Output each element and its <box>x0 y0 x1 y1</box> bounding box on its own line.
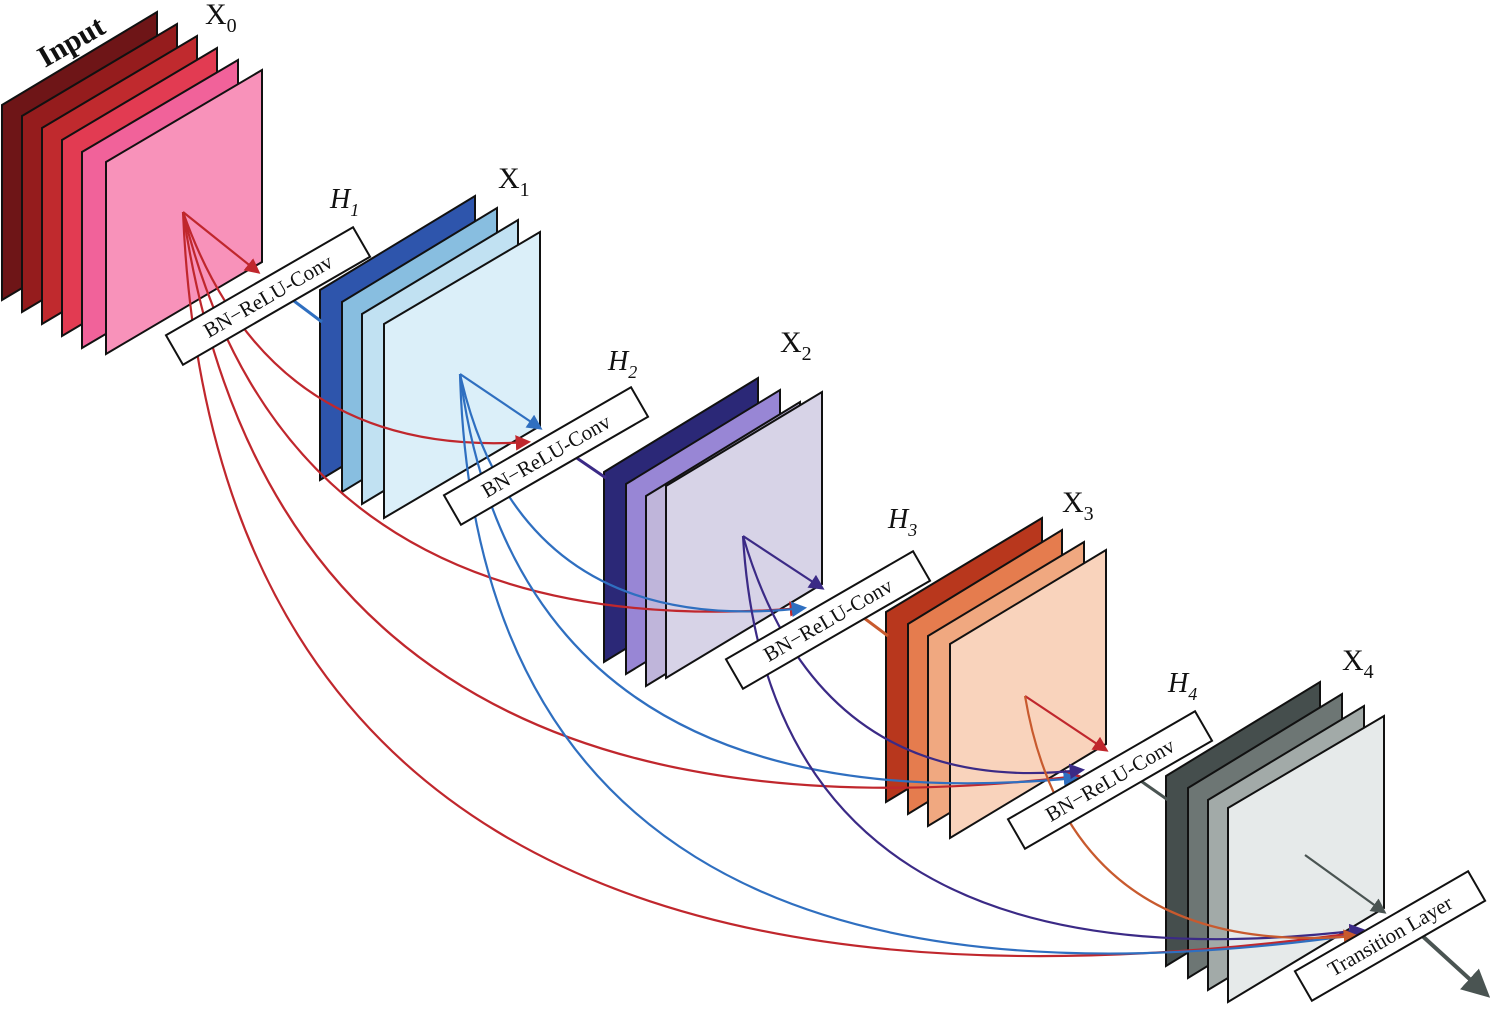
connections <box>181 211 1491 998</box>
layer-x1-label: X1 <box>498 162 530 201</box>
function-h4-label: H4 <box>1167 668 1197 704</box>
function-h2-label: H2 <box>607 346 637 382</box>
arrow-x0-to-h4 <box>181 211 1082 789</box>
layer-x4-label: X4 <box>1342 644 1374 683</box>
arrow-x3-to-transition <box>1023 695 1360 945</box>
arrow-x2-to-h3 <box>742 535 825 590</box>
arrow-x0-to-transition <box>181 211 1366 958</box>
arrow-x0-to-h2 <box>181 211 532 451</box>
layer-x0-label: X0 <box>205 0 237 37</box>
arrow-x0-to-h1 <box>182 211 261 274</box>
layer-x2-label: X2 <box>780 326 812 365</box>
arrow-x1-to-h2 <box>459 373 543 430</box>
arrow-x3-to-h4 <box>1024 695 1109 752</box>
layer-x3-label: X3 <box>1062 486 1094 525</box>
arrow-x2-to-h4 <box>741 535 1086 780</box>
function-h1-label: H1 <box>329 184 359 220</box>
arrow-x4-to-transition <box>1304 854 1387 914</box>
function-h3-label: H3 <box>887 504 917 540</box>
arrow-transition-output <box>1416 930 1491 998</box>
arrow-x1-to-h3 <box>458 373 808 618</box>
arrow-x1-to-transition <box>458 373 1366 955</box>
layer-x3-stack <box>885 516 1107 840</box>
